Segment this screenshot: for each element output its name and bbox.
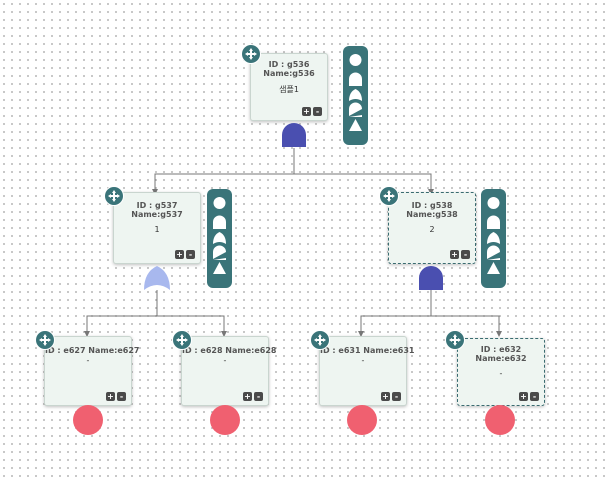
move-handle-icon[interactable] xyxy=(379,186,399,206)
expand-button[interactable]: + xyxy=(243,392,252,401)
node-g536[interactable]: ID : g536 Name:g536 샘플1 + - xyxy=(250,53,328,121)
node-value: 2 xyxy=(429,225,435,234)
node-id: ID : g538 xyxy=(411,201,453,210)
node-id-name: ID : e627 Name:e627 xyxy=(45,346,140,355)
edge-g536-g537 xyxy=(152,148,295,195)
and-gate-icon xyxy=(349,72,362,86)
collapse-button[interactable]: - xyxy=(117,392,126,401)
node-value: - xyxy=(223,356,227,365)
and-gate-icon xyxy=(213,215,226,229)
triangle-icon xyxy=(487,262,500,274)
circle-icon xyxy=(349,54,362,66)
node-id: ID : g537 xyxy=(136,201,178,210)
gate-palette[interactable] xyxy=(207,189,232,288)
node-value: 샘플1 xyxy=(279,85,299,94)
expand-button[interactable]: + xyxy=(381,392,390,401)
triangle-icon xyxy=(213,262,226,274)
edge-g536-g538 xyxy=(294,173,434,195)
node-id-name: ID : e628 Name:e628 xyxy=(182,346,277,355)
collapse-button[interactable]: - xyxy=(186,250,195,259)
basic-event-circle[interactable] xyxy=(347,405,377,435)
node-id-name: ID : e631 Name:e631 xyxy=(320,346,415,355)
node-value: - xyxy=(86,356,90,365)
and-gate-g536[interactable] xyxy=(281,123,307,147)
triangle-icon xyxy=(349,119,362,131)
edge-g537-e627 xyxy=(84,290,158,337)
move-handle-icon[interactable] xyxy=(35,330,55,350)
edge-g538-e632 xyxy=(431,315,502,337)
collapse-button[interactable]: - xyxy=(254,392,263,401)
gate-palette[interactable] xyxy=(481,189,506,288)
node-e631[interactable]: ID : e631 Name:e631 - + - xyxy=(319,336,415,406)
expand-button[interactable]: + xyxy=(106,392,115,401)
collapse-button[interactable]: - xyxy=(530,392,539,401)
node-e627[interactable]: ID : e627 Name:e627 - + - xyxy=(44,336,140,406)
collapse-button[interactable]: - xyxy=(313,107,322,116)
and-gate-g538[interactable] xyxy=(418,266,444,290)
node-value: - xyxy=(499,369,503,378)
or-gate-g537[interactable] xyxy=(144,266,170,290)
move-handle-icon[interactable] xyxy=(172,330,192,350)
or-gate-icon xyxy=(487,232,500,244)
node-id: ID : e632 xyxy=(480,345,522,354)
or-gate-icon xyxy=(213,232,226,244)
circle-icon xyxy=(487,197,500,209)
node-id: ID : g536 xyxy=(268,60,310,69)
expand-button[interactable]: + xyxy=(450,250,459,259)
edge-g538-e631 xyxy=(358,290,432,337)
circle-icon xyxy=(213,197,226,209)
node-e628[interactable]: ID : e628 Name:e628 - + - xyxy=(181,336,277,406)
edge-g537-e628 xyxy=(157,315,227,337)
inhibit-gate-icon xyxy=(487,245,500,260)
inhibit-gate-icon xyxy=(349,102,362,117)
collapse-button[interactable]: - xyxy=(392,392,401,401)
move-handle-icon[interactable] xyxy=(310,330,330,350)
node-e632[interactable]: ID : e632 Name:e632 - + - xyxy=(457,338,545,406)
expand-button[interactable]: + xyxy=(519,392,528,401)
node-value: 1 xyxy=(154,225,160,234)
node-g537[interactable]: ID : g537 Name:g537 1 + - xyxy=(113,192,201,264)
gate-palette[interactable] xyxy=(343,46,368,145)
inhibit-gate-icon xyxy=(213,245,226,260)
node-name: Name:e632 xyxy=(475,354,527,363)
basic-event-circle[interactable] xyxy=(73,405,103,435)
node-name: Name:g538 xyxy=(406,210,458,219)
expand-button[interactable]: + xyxy=(302,107,311,116)
or-gate-icon xyxy=(349,89,362,101)
node-name: Name:g536 xyxy=(263,69,315,78)
move-handle-icon[interactable] xyxy=(241,44,261,64)
and-gate-icon xyxy=(487,215,500,229)
node-value: - xyxy=(361,356,365,365)
node-g538[interactable]: ID : g538 Name:g538 2 + - xyxy=(388,192,476,264)
node-name: Name:g537 xyxy=(131,210,183,219)
basic-event-circle[interactable] xyxy=(485,405,515,435)
collapse-button[interactable]: - xyxy=(461,250,470,259)
move-handle-icon[interactable] xyxy=(104,186,124,206)
move-handle-icon[interactable] xyxy=(445,330,465,350)
expand-button[interactable]: + xyxy=(175,250,184,259)
basic-event-circle[interactable] xyxy=(210,405,240,435)
